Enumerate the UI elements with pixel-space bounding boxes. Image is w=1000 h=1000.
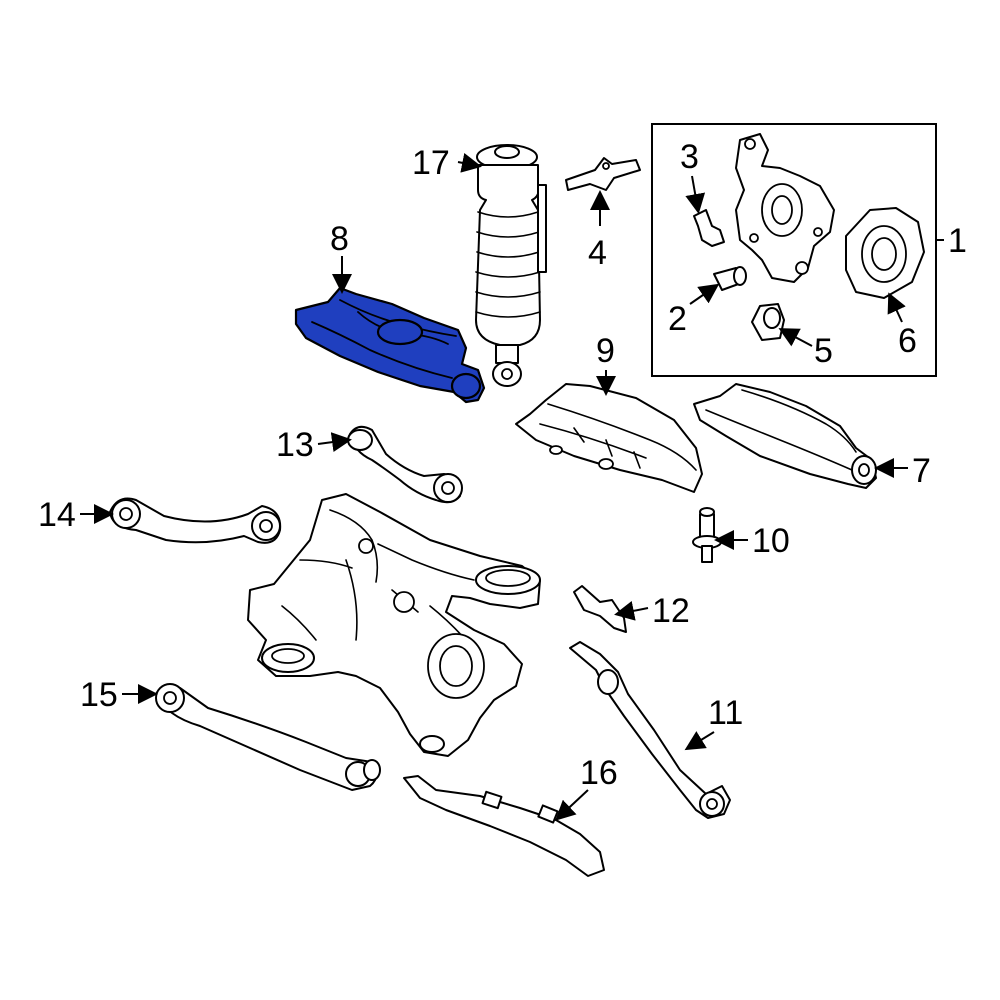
part-4-bracket[interactable] <box>565 157 641 191</box>
callout-8: 8 <box>330 220 349 258</box>
callout-2: 2 <box>668 300 687 338</box>
part-7-lower-control-arm[interactable] <box>693 383 877 489</box>
rear-axle-carrier-assembly <box>247 493 541 757</box>
callout-16: 16 <box>580 754 618 792</box>
part-8-upper-control-arm[interactable] <box>294 286 486 404</box>
part-17-air-strut[interactable] <box>475 144 547 387</box>
callout-4: 4 <box>588 234 607 272</box>
part-16-cover[interactable] <box>403 775 605 877</box>
callout-14: 14 <box>38 496 76 534</box>
callout-7: 7 <box>912 452 931 490</box>
kit-box <box>651 123 937 377</box>
part-12-clip[interactable] <box>573 585 627 633</box>
callout-3: 3 <box>680 138 699 176</box>
part-13-link[interactable] <box>347 425 463 504</box>
callout-13: 13 <box>276 426 314 464</box>
part-14-link[interactable] <box>109 497 282 544</box>
callout-6: 6 <box>898 322 917 360</box>
part-15-link[interactable] <box>155 683 381 791</box>
part-5-bushing[interactable] <box>751 303 785 341</box>
part-11-link[interactable] <box>569 641 731 819</box>
callout-9: 9 <box>596 332 615 370</box>
part-6-hub-bearing[interactable] <box>845 207 925 299</box>
kit-steering-knuckle[interactable] <box>735 133 835 283</box>
part-9-spring-link[interactable] <box>515 383 703 493</box>
part-10-bolt[interactable] <box>692 507 722 563</box>
part-3-clip[interactable] <box>693 209 725 247</box>
callout-12: 12 <box>652 592 690 630</box>
callout-15: 15 <box>80 676 118 714</box>
callout-labels: 1 2 3 4 5 6 7 8 9 10 11 12 13 14 15 16 1… <box>38 138 967 792</box>
leader-lines <box>80 153 908 821</box>
callout-1: 1 <box>948 222 967 260</box>
callout-17: 17 <box>412 144 450 182</box>
callout-10: 10 <box>752 522 790 560</box>
callout-11: 11 <box>708 694 743 732</box>
part-2-bushing[interactable] <box>713 266 747 291</box>
callout-5: 5 <box>814 332 833 370</box>
